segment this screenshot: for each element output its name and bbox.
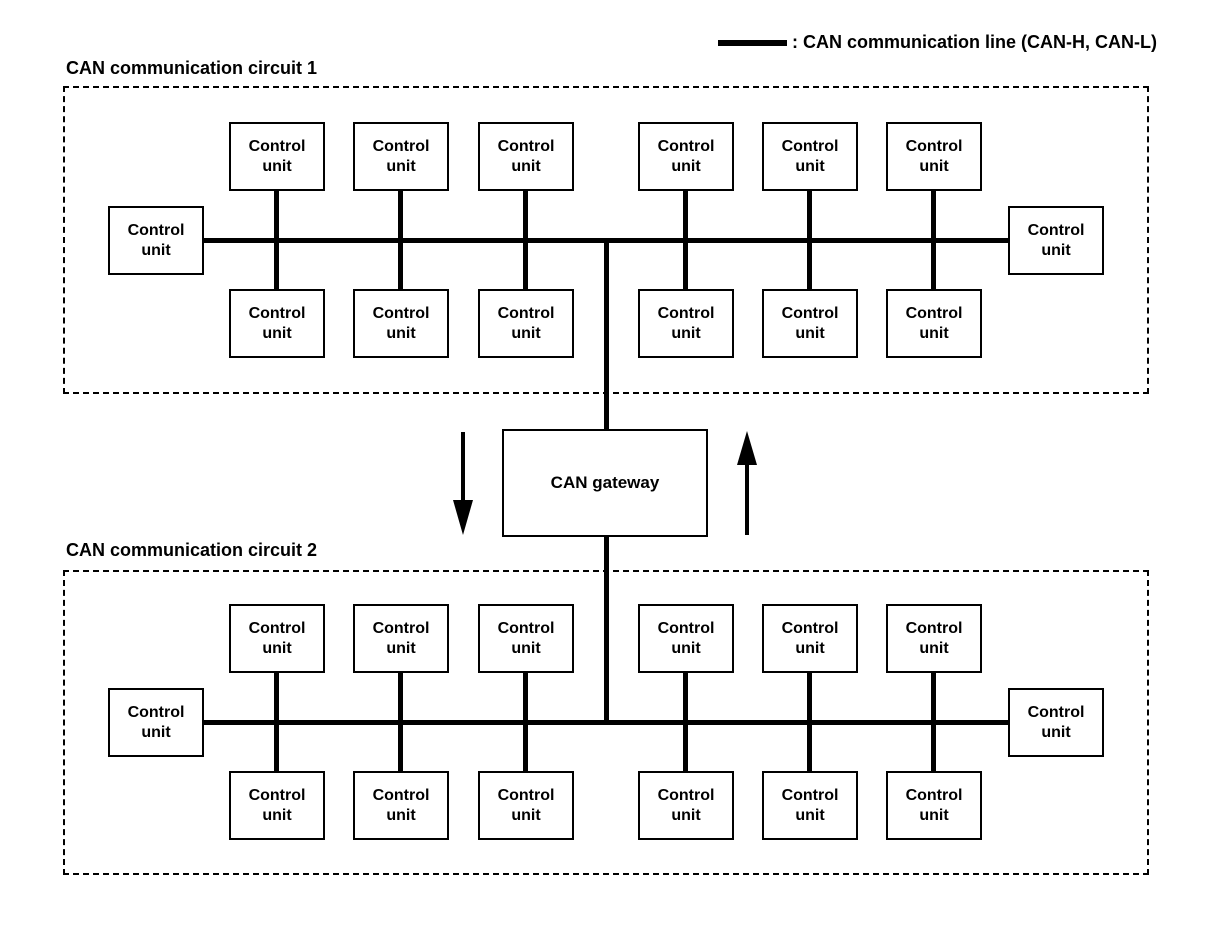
- control-unit-label: Control unit: [372, 786, 430, 824]
- control-unit-box: Control unit: [886, 771, 982, 840]
- control-unit-box: Control unit: [762, 122, 858, 191]
- control-unit-label: Control unit: [127, 703, 185, 741]
- control-unit-label: Control unit: [497, 137, 555, 175]
- gateway-link-line-circuit1: [604, 240, 609, 431]
- control-unit-label: Control unit: [248, 786, 306, 824]
- control-unit-box: Control unit: [108, 206, 204, 275]
- control-unit-box: Control unit: [478, 122, 574, 191]
- control-unit-label: Control unit: [127, 221, 185, 259]
- control-unit-label: Control unit: [781, 304, 839, 342]
- control-unit-label: Control unit: [657, 304, 715, 342]
- control-unit-box: Control unit: [353, 771, 449, 840]
- control-unit-box: Control unit: [229, 604, 325, 673]
- can-gateway-box: CAN gateway: [502, 429, 708, 537]
- can-bus-line-circuit1: [204, 238, 1008, 243]
- control-unit-box: Control unit: [1008, 688, 1104, 757]
- control-unit-label: Control unit: [248, 304, 306, 342]
- control-unit-label: Control unit: [1027, 703, 1085, 741]
- control-unit-box: Control unit: [229, 289, 325, 358]
- arrow-up-icon: [737, 431, 757, 465]
- control-unit-label: Control unit: [372, 619, 430, 657]
- control-unit-label: Control unit: [372, 137, 430, 175]
- control-unit-box: Control unit: [108, 688, 204, 757]
- control-unit-box: Control unit: [638, 289, 734, 358]
- control-unit-label: Control unit: [497, 619, 555, 657]
- gateway-link-line-circuit2: [604, 535, 609, 725]
- control-unit-box: Control unit: [478, 604, 574, 673]
- arrow-down-icon: [461, 432, 465, 502]
- control-unit-box: Control unit: [478, 771, 574, 840]
- control-unit-box: Control unit: [353, 604, 449, 673]
- control-unit-box: Control unit: [478, 289, 574, 358]
- arrow-up-icon: [745, 464, 749, 535]
- control-unit-box: Control unit: [886, 604, 982, 673]
- control-unit-label: Control unit: [497, 304, 555, 342]
- control-unit-box: Control unit: [638, 122, 734, 191]
- control-unit-box: Control unit: [886, 289, 982, 358]
- control-unit-label: Control unit: [781, 619, 839, 657]
- control-unit-box: Control unit: [638, 771, 734, 840]
- control-unit-box: Control unit: [229, 771, 325, 840]
- control-unit-label: Control unit: [905, 786, 963, 824]
- control-unit-label: Control unit: [905, 137, 963, 175]
- control-unit-label: Control unit: [497, 786, 555, 824]
- control-unit-box: Control unit: [762, 289, 858, 358]
- control-unit-label: Control unit: [905, 619, 963, 657]
- control-unit-label: Control unit: [372, 304, 430, 342]
- arrow-down-icon: [453, 500, 473, 535]
- control-unit-label: Control unit: [781, 786, 839, 824]
- control-unit-label: Control unit: [248, 137, 306, 175]
- control-unit-box: Control unit: [762, 604, 858, 673]
- control-unit-box: Control unit: [1008, 206, 1104, 275]
- control-unit-label: Control unit: [1027, 221, 1085, 259]
- control-unit-box: Control unit: [353, 122, 449, 191]
- legend-label: : CAN communication line (CAN-H, CAN-L): [792, 32, 1157, 52]
- control-unit-label: Control unit: [248, 619, 306, 657]
- circuit-2-title: CAN communication circuit 2: [66, 540, 318, 560]
- control-unit-label: Control unit: [781, 137, 839, 175]
- can-gateway-label: CAN gateway: [550, 473, 660, 492]
- control-unit-label: Control unit: [657, 619, 715, 657]
- control-unit-box: Control unit: [229, 122, 325, 191]
- control-unit-box: Control unit: [353, 289, 449, 358]
- control-unit-box: Control unit: [638, 604, 734, 673]
- control-unit-label: Control unit: [905, 304, 963, 342]
- can-bus-line-circuit2: [204, 720, 1008, 725]
- control-unit-box: Control unit: [762, 771, 858, 840]
- circuit-1-title: CAN communication circuit 1: [66, 58, 318, 78]
- can-line-legend-swatch: [718, 40, 787, 46]
- control-unit-label: Control unit: [657, 786, 715, 824]
- control-unit-label: Control unit: [657, 137, 715, 175]
- control-unit-box: Control unit: [886, 122, 982, 191]
